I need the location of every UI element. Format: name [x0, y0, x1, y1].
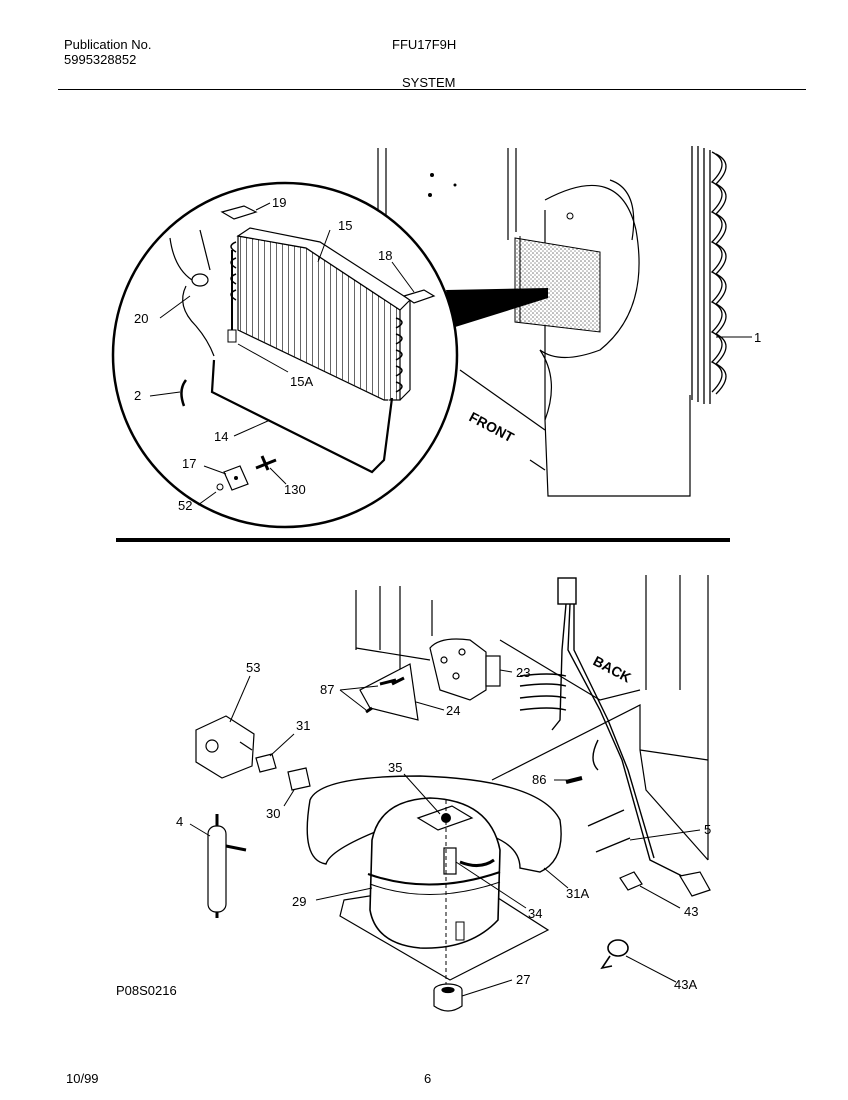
header-rule — [58, 89, 806, 90]
callout-19: 19 — [272, 195, 286, 210]
drier-4 — [207, 814, 247, 918]
cabinet-evaporator — [514, 237, 601, 333]
callout-31a: 31A — [566, 886, 589, 901]
clip-2 — [180, 379, 188, 407]
callout-18: 18 — [378, 248, 392, 263]
callout-53: 53 — [246, 660, 260, 675]
grommet-27 — [433, 983, 463, 1012]
callout-130: 130 — [284, 482, 306, 497]
model-number: FFU17F9H — [392, 37, 457, 52]
heater-wire — [169, 229, 215, 357]
plug — [679, 871, 711, 897]
page-number: 6 — [424, 1071, 432, 1086]
compressor-29 — [339, 797, 550, 990]
callout-14: 14 — [214, 429, 228, 444]
overload-53 — [195, 715, 255, 779]
label-front: FRONT — [467, 409, 517, 446]
drain-tube — [210, 359, 394, 474]
condenser-coil — [691, 146, 727, 404]
callout-5: 5 — [704, 822, 711, 837]
terminal-30 — [287, 767, 311, 791]
pad-19 — [220, 205, 258, 220]
callout-4: 4 — [176, 814, 183, 829]
cabinet-screws — [428, 173, 574, 220]
cabinet-outline — [377, 148, 691, 497]
callout-20: 20 — [134, 311, 148, 326]
callout-17: 17 — [182, 456, 196, 471]
screw-86 — [565, 776, 583, 784]
section-divider — [116, 538, 730, 542]
callout-30: 30 — [266, 806, 280, 821]
nut-52 — [216, 483, 224, 491]
callout-34: 34 — [528, 906, 542, 921]
section-title: SYSTEM — [402, 75, 456, 90]
publication-number: 5995328852 — [64, 52, 137, 67]
clip-43 — [619, 871, 643, 891]
top-leaders — [149, 202, 752, 506]
drawing-code: P08S0216 — [116, 983, 177, 998]
clamp-43A — [600, 939, 629, 970]
relay-23 — [429, 638, 501, 701]
callout-35: 35 — [388, 760, 402, 775]
pad-18 — [402, 289, 436, 304]
callout-31: 31 — [296, 718, 310, 733]
bottom-leaders — [189, 669, 701, 997]
callout-87: 87 — [320, 682, 334, 697]
callout-43a: 43A — [674, 977, 697, 992]
callout-29: 29 — [292, 894, 306, 909]
callout-15a: 15A — [290, 374, 313, 389]
callout-2: 2 — [134, 388, 141, 403]
detail-circle — [111, 181, 459, 529]
callout-27: 27 — [516, 972, 530, 987]
footer-date: 10/99 — [66, 1071, 99, 1086]
callout-1: 1 — [754, 330, 761, 345]
publication-label: Publication No. — [64, 37, 152, 52]
callout-15: 15 — [338, 218, 352, 233]
callout-43: 43 — [684, 904, 698, 919]
machine-compartment — [355, 575, 709, 861]
callout-24: 24 — [446, 703, 460, 718]
label-back: BACK — [591, 653, 634, 686]
callout-23: 23 — [516, 665, 530, 680]
callout-52: 52 — [178, 498, 192, 513]
terminal-31 — [255, 753, 277, 773]
magnifier-beam — [446, 288, 548, 328]
wiring-harness — [519, 577, 691, 881]
bolt-130 — [255, 455, 277, 471]
callout-86: 86 — [532, 772, 546, 787]
